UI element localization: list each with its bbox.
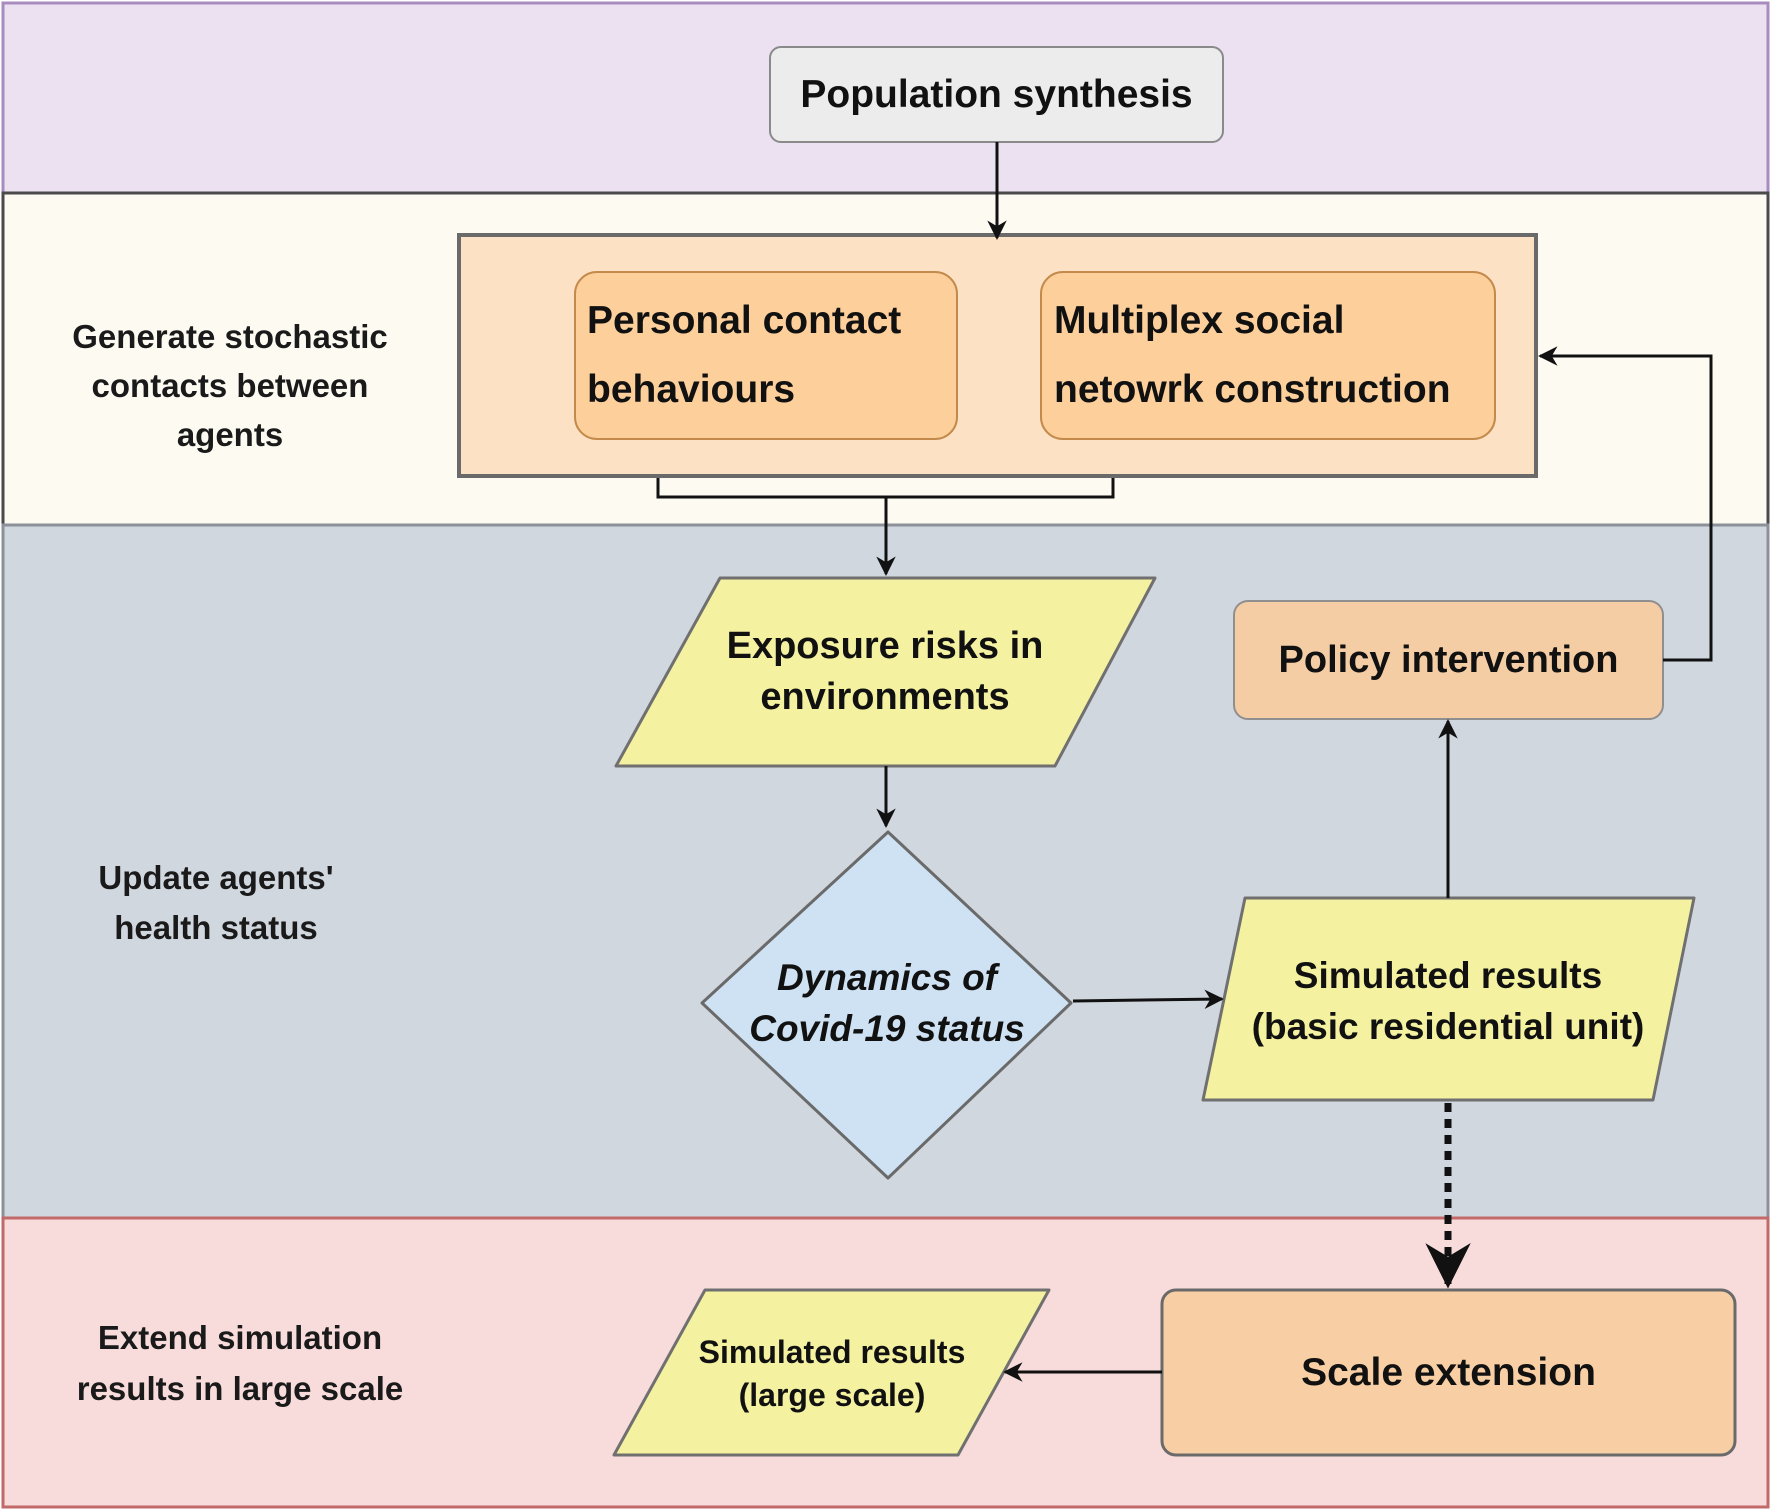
simulated-large-line2: (large scale) <box>738 1377 926 1413</box>
personal-contact-line1: Personal contact <box>587 299 902 342</box>
personal-contact-label: Personal contact behaviours <box>587 290 947 420</box>
band-label-extend-line1: Extend simulation <box>97 1319 383 1356</box>
personal-contact-box <box>574 271 958 440</box>
multiplex-network-line1: Multiplex social <box>1054 299 1345 342</box>
scale-extension-text: Scale extension <box>1301 1350 1596 1394</box>
simulated-large-shape <box>612 1288 1051 1457</box>
band-label-contacts-line3: agents <box>176 416 284 453</box>
dynamics-covid-line2: Covid-19 status <box>749 1008 1025 1049</box>
personal-contact-line2: behaviours <box>587 368 796 411</box>
multiplex-network-line2: netowrk construction <box>1054 368 1451 411</box>
band-label-contacts-line2: contacts between <box>91 367 369 404</box>
exposure-risks-shape <box>614 576 1157 768</box>
policy-intervention-text: Policy intervention <box>1278 638 1619 681</box>
exposure-risks-line2: environments <box>760 676 1010 718</box>
dynamics-covid-shape <box>700 830 1073 1180</box>
simulated-basic-line2: (basic residential unit) <box>1251 1006 1645 1047</box>
dynamics-covid-label: Dynamics of Covid-19 status <box>712 947 1062 1059</box>
exposure-risks-label: Exposure risks in environments <box>680 612 1090 732</box>
population-synthesis-label: Population synthesis <box>770 47 1223 142</box>
multiplex-network-box <box>1040 271 1496 440</box>
policy-intervention-label: Policy intervention <box>1234 601 1663 719</box>
dynamics-covid-line1: Dynamics of <box>776 957 997 998</box>
arrow-dynamics-to-simulated <box>1072 989 1224 1009</box>
exposure-risks-line1: Exposure risks in <box>726 625 1044 667</box>
simulated-large-line1: Simulated results <box>698 1334 966 1370</box>
band-label-health: Update agents' health status <box>16 853 416 953</box>
band-label-health-line1: Update agents' <box>98 859 334 896</box>
band-label-health-line2: health status <box>114 909 318 946</box>
simulated-large-label: Simulated results (large scale) <box>672 1330 992 1418</box>
simulated-basic-line1: Simulated results <box>1293 955 1603 996</box>
population-synthesis-text: Population synthesis <box>800 72 1193 116</box>
band-label-contacts: Generate stochastic contacts between age… <box>30 312 430 459</box>
band-label-contacts-line1: Generate stochastic <box>72 318 388 355</box>
simulated-basic-shape <box>1201 896 1696 1102</box>
scale-extension-label: Scale extension <box>1162 1290 1735 1455</box>
arrow-policy-to-contacts <box>1538 346 1713 662</box>
simulated-basic-label: Simulated results (basic residential uni… <box>1218 945 1678 1057</box>
band-label-extend: Extend simulation results in large scale <box>40 1312 440 1414</box>
multiplex-network-label: Multiplex social netowrk construction <box>1054 290 1484 420</box>
band-label-extend-line2: results in large scale <box>76 1370 404 1407</box>
